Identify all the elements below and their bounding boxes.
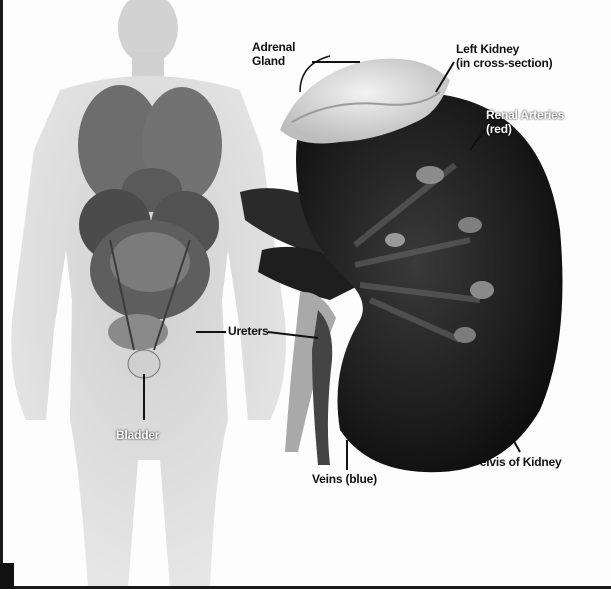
corner-mark xyxy=(0,563,14,589)
